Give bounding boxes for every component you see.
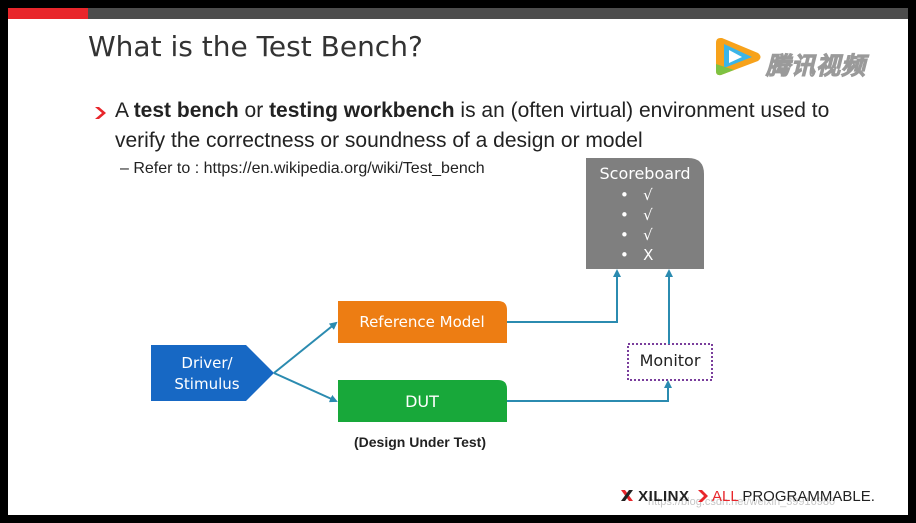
driver-to-reference-arrow	[273, 321, 338, 374]
dut-caption: (Design Under Test)	[354, 434, 486, 450]
slide-title: What is the Test Bench?	[88, 30, 423, 63]
reference-model-label: Reference Model	[359, 313, 485, 331]
driver-label: Driver/Stimulus	[158, 353, 256, 395]
driver-to-dut-arrow	[273, 372, 338, 403]
scoreboard-item-3-value: √	[643, 226, 653, 244]
driver-label-line-1: Driver/	[181, 354, 233, 372]
footer-brand: XILINX	[638, 488, 690, 505]
footer-all: ALL	[712, 488, 739, 505]
reference-to-scoreboard-arrow	[507, 269, 621, 323]
main-bullet: A test bench or testing workbench is an …	[115, 96, 835, 156]
scoreboard-item-1: • √	[620, 186, 653, 204]
footer-logo: XILINX ALL PROGRAMMABLE.	[620, 488, 875, 505]
reference-model-box	[338, 301, 507, 343]
scoreboard-item-2-value: √	[643, 206, 653, 224]
bullet-arrow-icon	[95, 107, 106, 119]
driver-label-line-2: Stimulus	[174, 375, 240, 393]
xilinx-logo-icon	[621, 490, 633, 501]
dut-label: DUT	[405, 392, 439, 411]
scoreboard-item-1-value: √	[643, 186, 653, 204]
bullet-rest: is an (often virtual) environment used t…	[115, 99, 830, 152]
bullet-term-2: testing workbench	[269, 99, 455, 122]
slide: What is the Test Bench? A test bench or …	[8, 8, 908, 515]
scoreboard-box	[586, 158, 704, 269]
scoreboard-item-2: • √	[620, 206, 653, 224]
bullet-prefix: A	[115, 99, 134, 122]
footer-programmable: PROGRAMMABLE.	[742, 488, 875, 505]
monitor-box	[627, 343, 713, 381]
bullet-mid: or	[238, 99, 270, 122]
sub-bullet-reference: – Refer to : https://en.wikipedia.org/wi…	[120, 160, 485, 177]
scoreboard-item-4: • X	[620, 246, 654, 264]
video-logo-icon	[716, 38, 761, 76]
dut-to-monitor-arrow	[507, 380, 672, 402]
scoreboard-item-3: • √	[620, 226, 653, 244]
scoreboard-title: Scoreboard	[599, 164, 691, 183]
video-logo-text: 腾讯视频	[766, 52, 866, 81]
dut-box	[338, 380, 507, 422]
monitor-label: Monitor	[639, 351, 701, 370]
url-watermark: https://blog.csdn.net/weixin_39916980	[648, 496, 836, 508]
top-bar-accent	[8, 8, 88, 19]
scoreboard-item-4-value: X	[643, 246, 654, 264]
top-bar	[8, 8, 908, 19]
testbench-diagram	[151, 158, 713, 422]
footer-arrow-icon	[697, 490, 708, 502]
driver-stimulus-box	[151, 345, 274, 401]
bullet-term-1: test bench	[133, 99, 239, 122]
